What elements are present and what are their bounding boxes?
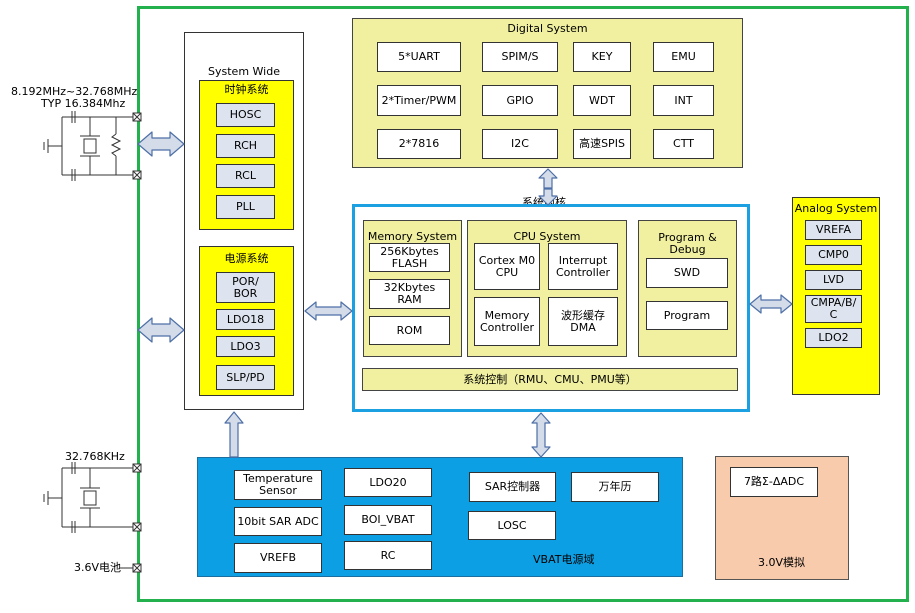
- clock-item-hosc: HOSC: [216, 103, 275, 127]
- power-item-ldo3: LDO3: [216, 336, 275, 357]
- losc-crystal-circuit: [43, 462, 133, 533]
- cpu-item-memory-controller: Memory Controller: [474, 297, 540, 346]
- digital-item-emu: EMU: [653, 42, 714, 72]
- digital-bus-arrow-up: [538, 168, 558, 189]
- analog-item-vrefa: VREFA: [805, 220, 862, 240]
- vbat-item-calendar: 万年历: [571, 472, 659, 502]
- vbat-domain-label: VBAT电源域: [533, 553, 595, 566]
- digital-item-wdt: WDT: [573, 85, 631, 116]
- power-item-por-bor: POR/ BOR: [216, 272, 275, 303]
- vbat-item-boi-vbat: BOI_VBAT: [344, 505, 432, 535]
- digital-item-ctt: CTT: [653, 129, 714, 159]
- cpu-item-interrupt-controller: Interrupt Controller: [548, 243, 618, 290]
- battery-label: 3.6V电池: [74, 561, 122, 574]
- debug-item-swd: SWD: [646, 258, 728, 288]
- vbat-item-temperature-sensor: Temperature Sensor: [234, 470, 322, 500]
- core-analog-arrow: [749, 294, 793, 314]
- clock-item-pll: PLL: [216, 195, 275, 219]
- analog-item-cmp0: CMP0: [805, 245, 862, 265]
- memory-item-flash: 256Kbytes FLASH: [369, 243, 450, 272]
- clock-item-rcl: RCL: [216, 164, 275, 188]
- vbat-item-losc: LOSC: [468, 511, 556, 540]
- power-item-slp-pd: SLP/PD: [216, 365, 275, 390]
- sigma-delta-adc-item: 7路Σ-ΔADC: [730, 467, 818, 497]
- analog-system-title: Analog System: [794, 202, 878, 215]
- hosc-crystal-circuit: [43, 111, 133, 181]
- program-debug-title: Program & Debug: [658, 231, 717, 256]
- power-item-ldo18: LDO18: [216, 309, 275, 330]
- analog-item-lvd: LVD: [805, 270, 862, 290]
- digital-item-high-speed-spis: 高速SPIS: [573, 129, 631, 159]
- system-wide-title: System Wide: [208, 65, 280, 78]
- digital-item-7816: 2*7816: [377, 129, 461, 159]
- clock-io-arrow: [137, 131, 185, 157]
- core-vbat-arrow: [531, 412, 551, 458]
- memory-system-title: Memory System: [367, 230, 458, 243]
- vbat-systemwide-arrow: [224, 411, 244, 458]
- digital-item-timer-pwm: 2*Timer/PWM: [377, 85, 461, 116]
- vbat-item-rc: RC: [344, 541, 432, 570]
- memory-item-rom: ROM: [369, 316, 450, 345]
- power-io-arrow: [137, 317, 185, 343]
- vbat-item-vrefb: VREFB: [234, 543, 322, 573]
- analog-item-cmpa-b-c: CMPA/B/ C: [805, 295, 862, 323]
- digital-bus-arrow-down: [538, 188, 558, 206]
- crystal-high-range-label: 8.192MHz~32.768MHz: [11, 85, 138, 98]
- debug-item-program: Program: [646, 301, 728, 330]
- crystal-high-typ-label: TYP 16.384Mhz: [41, 97, 126, 110]
- digital-item-key: KEY: [573, 42, 631, 72]
- cpu-item-waveform-dma: 波形缓存 DMA: [548, 297, 618, 346]
- program-debug-block: [638, 220, 737, 357]
- vbat-item-10bit-sar-adc: 10bit SAR ADC: [234, 507, 322, 536]
- digital-item-gpio: GPIO: [482, 85, 558, 116]
- clock-item-rch: RCH: [216, 134, 275, 158]
- chip-boundary: [137, 6, 909, 602]
- vbat-item-sar-controller: SAR控制器: [469, 472, 556, 502]
- digital-item-uart: 5*UART: [377, 42, 461, 72]
- systemwide-core-arrow: [304, 301, 353, 321]
- cpu-system-title: CPU System: [513, 230, 581, 243]
- clock-system-title: 时钟系统: [224, 83, 269, 96]
- cpu-item-cortex-m0: Cortex M0 CPU: [474, 243, 540, 290]
- digital-item-int: INT: [653, 85, 714, 116]
- crystal-low-freq-label: 32.768KHz: [65, 450, 125, 463]
- memory-item-ram: 32Kbytes RAM: [369, 279, 450, 309]
- digital-system-title: Digital System: [507, 22, 588, 35]
- analog-3v0-label: 3.0V模拟: [758, 556, 806, 569]
- vbat-item-ldo20: LDO20: [344, 468, 432, 497]
- digital-item-spim: SPIM/S: [482, 42, 558, 72]
- analog-item-ldo2: LDO2: [805, 328, 862, 348]
- system-control-bar: 系统控制（RMU、CMU、PMU等）: [362, 368, 738, 391]
- power-system-title: 电源系统: [224, 252, 269, 265]
- digital-item-i2c: I2C: [482, 129, 558, 159]
